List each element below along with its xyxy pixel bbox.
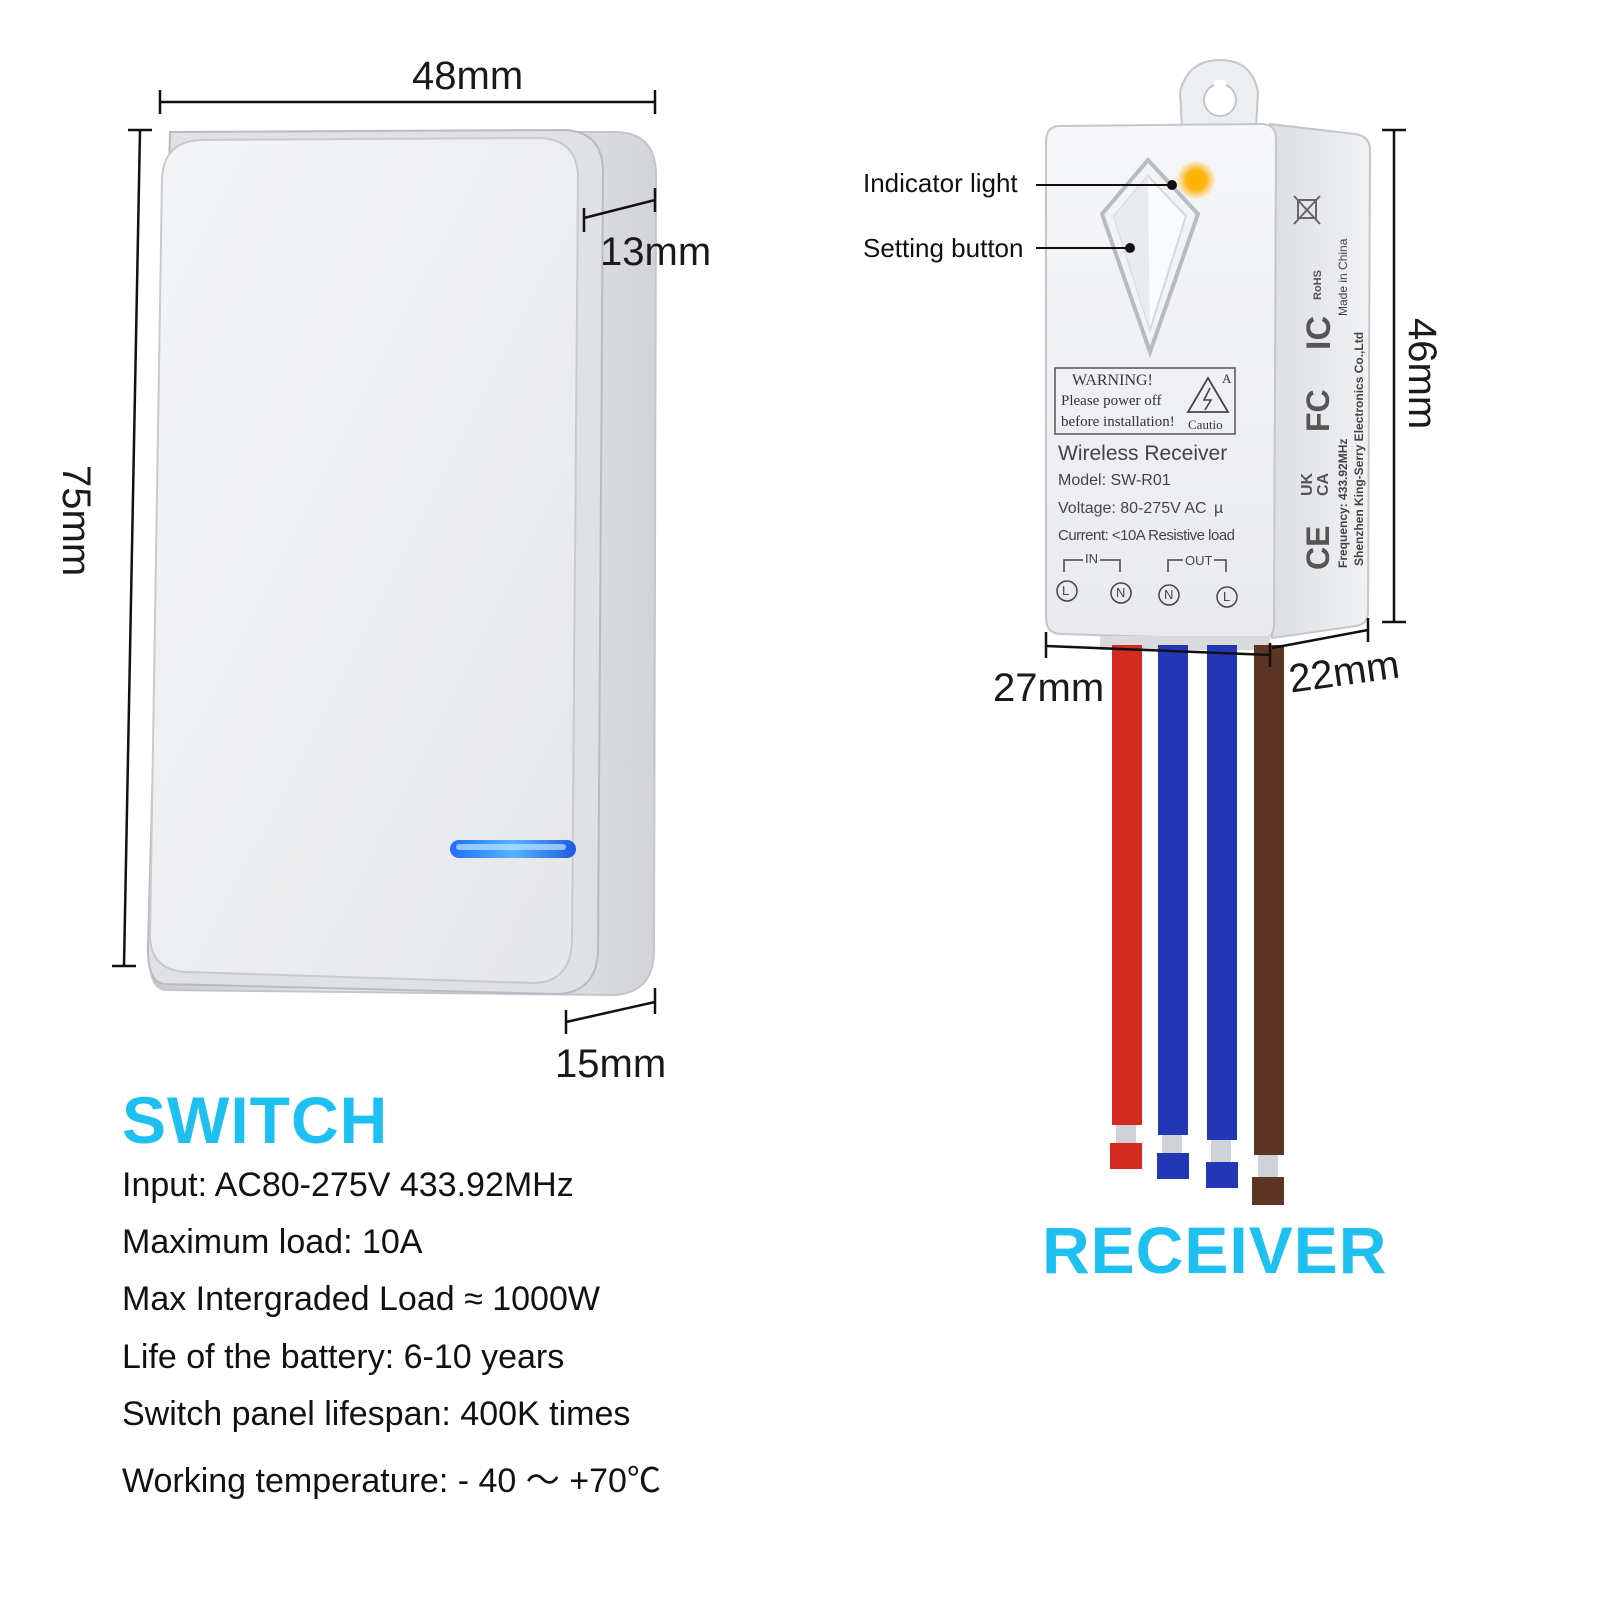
caution-label: Cautio [1188, 417, 1223, 432]
switch-height-label: 75mm [54, 465, 98, 577]
warning-title: WARNING! [1072, 372, 1153, 389]
switch-depth-top-label: 13mm [600, 230, 712, 274]
terminal-in-label: IN [1083, 551, 1100, 566]
ic-mark: IC [1300, 316, 1338, 350]
receiver-width-label: 27mm [993, 666, 1105, 710]
setting-button-callout: Setting button [863, 233, 1024, 263]
terminal-n-in: N [1116, 585, 1126, 600]
switch-device [146, 128, 658, 997]
rohs-mark: RoHS [1312, 270, 1324, 300]
callout-lines [1036, 184, 1172, 249]
terminal-n-out-icon [1158, 584, 1180, 606]
warning-line-2: before installation! [1061, 414, 1175, 430]
spec-working-temperature: Working temperature: - 40 ～ +70℃ [122, 1462, 661, 1500]
switch-dimension-lines [112, 90, 657, 1034]
spec-input: Input: AC80-275V 433.92MHz [122, 1166, 574, 1204]
caution-mark: A [1222, 371, 1232, 386]
terminal-out-label: OUT [1183, 553, 1215, 568]
receiver-wires [1110, 645, 1284, 1205]
maker-text: Shenzhen King-Serry Electronics Co.,Ltd [1352, 331, 1366, 566]
terminal-l-in: L [1062, 583, 1070, 598]
weee-bin-icon [1293, 195, 1321, 225]
product-name: Wireless Receiver [1058, 442, 1228, 465]
terminal-l-in-icon [1056, 580, 1078, 602]
terminal-n-in-icon [1110, 582, 1132, 604]
fcc-mark: FC [1300, 389, 1336, 432]
ukca-ca: CA [1315, 472, 1332, 496]
receiver-dimension-lines [1044, 128, 1406, 667]
switch-title: SWITCH [122, 1083, 389, 1157]
model-text: Model: SW-R01 [1058, 472, 1171, 489]
receiver-title: RECEIVER [1042, 1213, 1388, 1287]
indicator-light-callout: Indicator light [863, 168, 1018, 198]
spec-integrated-load: Max Intergraded Load ≈ 1000W [122, 1280, 600, 1318]
terminal-n-out: N [1164, 587, 1174, 602]
current-text: Current: <10A Resistive load [1058, 527, 1235, 544]
warning-line-1: Please power off [1061, 393, 1162, 409]
receiver-height-label: 46mm [1400, 318, 1444, 430]
frequency-text: Frequency: 433.92MHz [1336, 438, 1350, 568]
receiver-device [1045, 58, 1372, 650]
high-voltage-icon [1186, 376, 1230, 413]
switch-width-label: 48mm [412, 54, 524, 98]
spec-max-load: Maximum load: 10A [122, 1223, 423, 1261]
voltage-text: Voltage: 80-275V AC [1058, 500, 1207, 517]
switch-depth-bottom-label: 15mm [555, 1042, 667, 1086]
ukca-uk: UK [1299, 472, 1316, 496]
voltage-mark: µ [1214, 500, 1224, 517]
made-in-text: Made in China [1336, 238, 1350, 316]
spec-battery-life: Life of the battery: 6-10 years [122, 1338, 565, 1376]
terminal-l-out: L [1223, 589, 1231, 604]
terminal-l-out-icon [1216, 586, 1238, 608]
ce-mark: CE [1300, 525, 1336, 570]
spec-panel-lifespan: Switch panel lifespan: 400K times [122, 1395, 631, 1433]
